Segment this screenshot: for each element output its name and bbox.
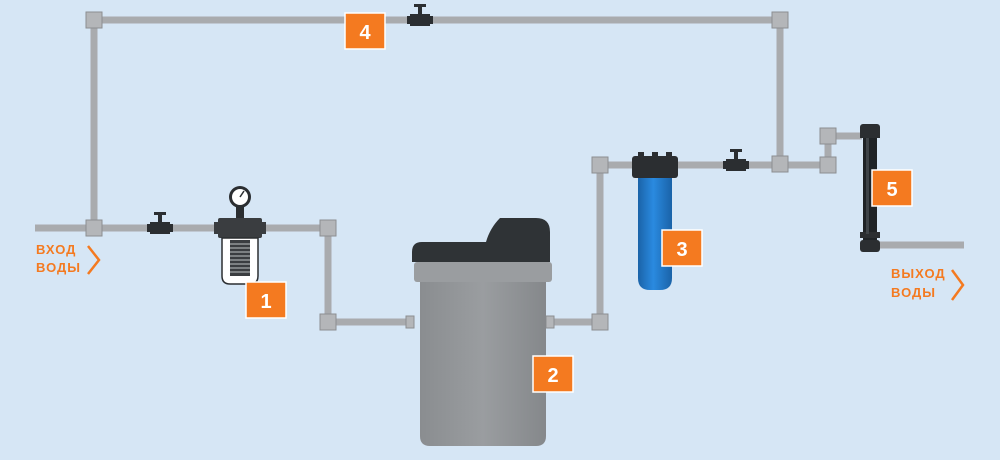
inlet-label: ВХОД ВОДЫ [36,242,101,275]
outlet-label: ВЫХОД ВОДЫ [891,266,965,301]
outlet-arrow-icon [950,269,965,301]
pipe-filter-to-uv [676,132,862,169]
inlet-label-line1: ВХОД [36,242,76,257]
cartridge-filter-unit [632,152,678,290]
prefilter-unit [214,186,266,285]
label-cartridge-filter-text: 3 [676,239,687,261]
pipes [35,16,964,326]
label-softener-text: 2 [547,365,558,387]
label-bypass: 4 [344,12,386,50]
label-bypass-text: 4 [359,22,371,44]
label-prefilter-text: 1 [260,291,271,313]
label-uv-lamp-text: 5 [886,179,897,201]
pipe-fittings [85,11,837,331]
inlet-arrow-icon [87,245,101,275]
outlet-label-line1: ВЫХОД [891,266,946,281]
label-uv-lamp: 5 [871,169,913,207]
pipe-prefilter-to-softener [262,224,412,326]
label-prefilter: 1 [245,281,287,319]
softener-unit [412,218,552,446]
pipe-bypass [90,16,784,228]
label-softener: 2 [532,355,574,393]
valve-bypass [407,4,433,26]
outlet-label-line2: ВОДЫ [891,285,936,300]
valve-filter-outlet [723,149,749,171]
inlet-label-line2: ВОДЫ [36,260,81,275]
valve-inlet [147,212,173,234]
pipe-softener-to-filter [548,161,636,326]
uv-lamp-unit [860,124,880,252]
label-cartridge-filter: 3 [661,229,703,267]
